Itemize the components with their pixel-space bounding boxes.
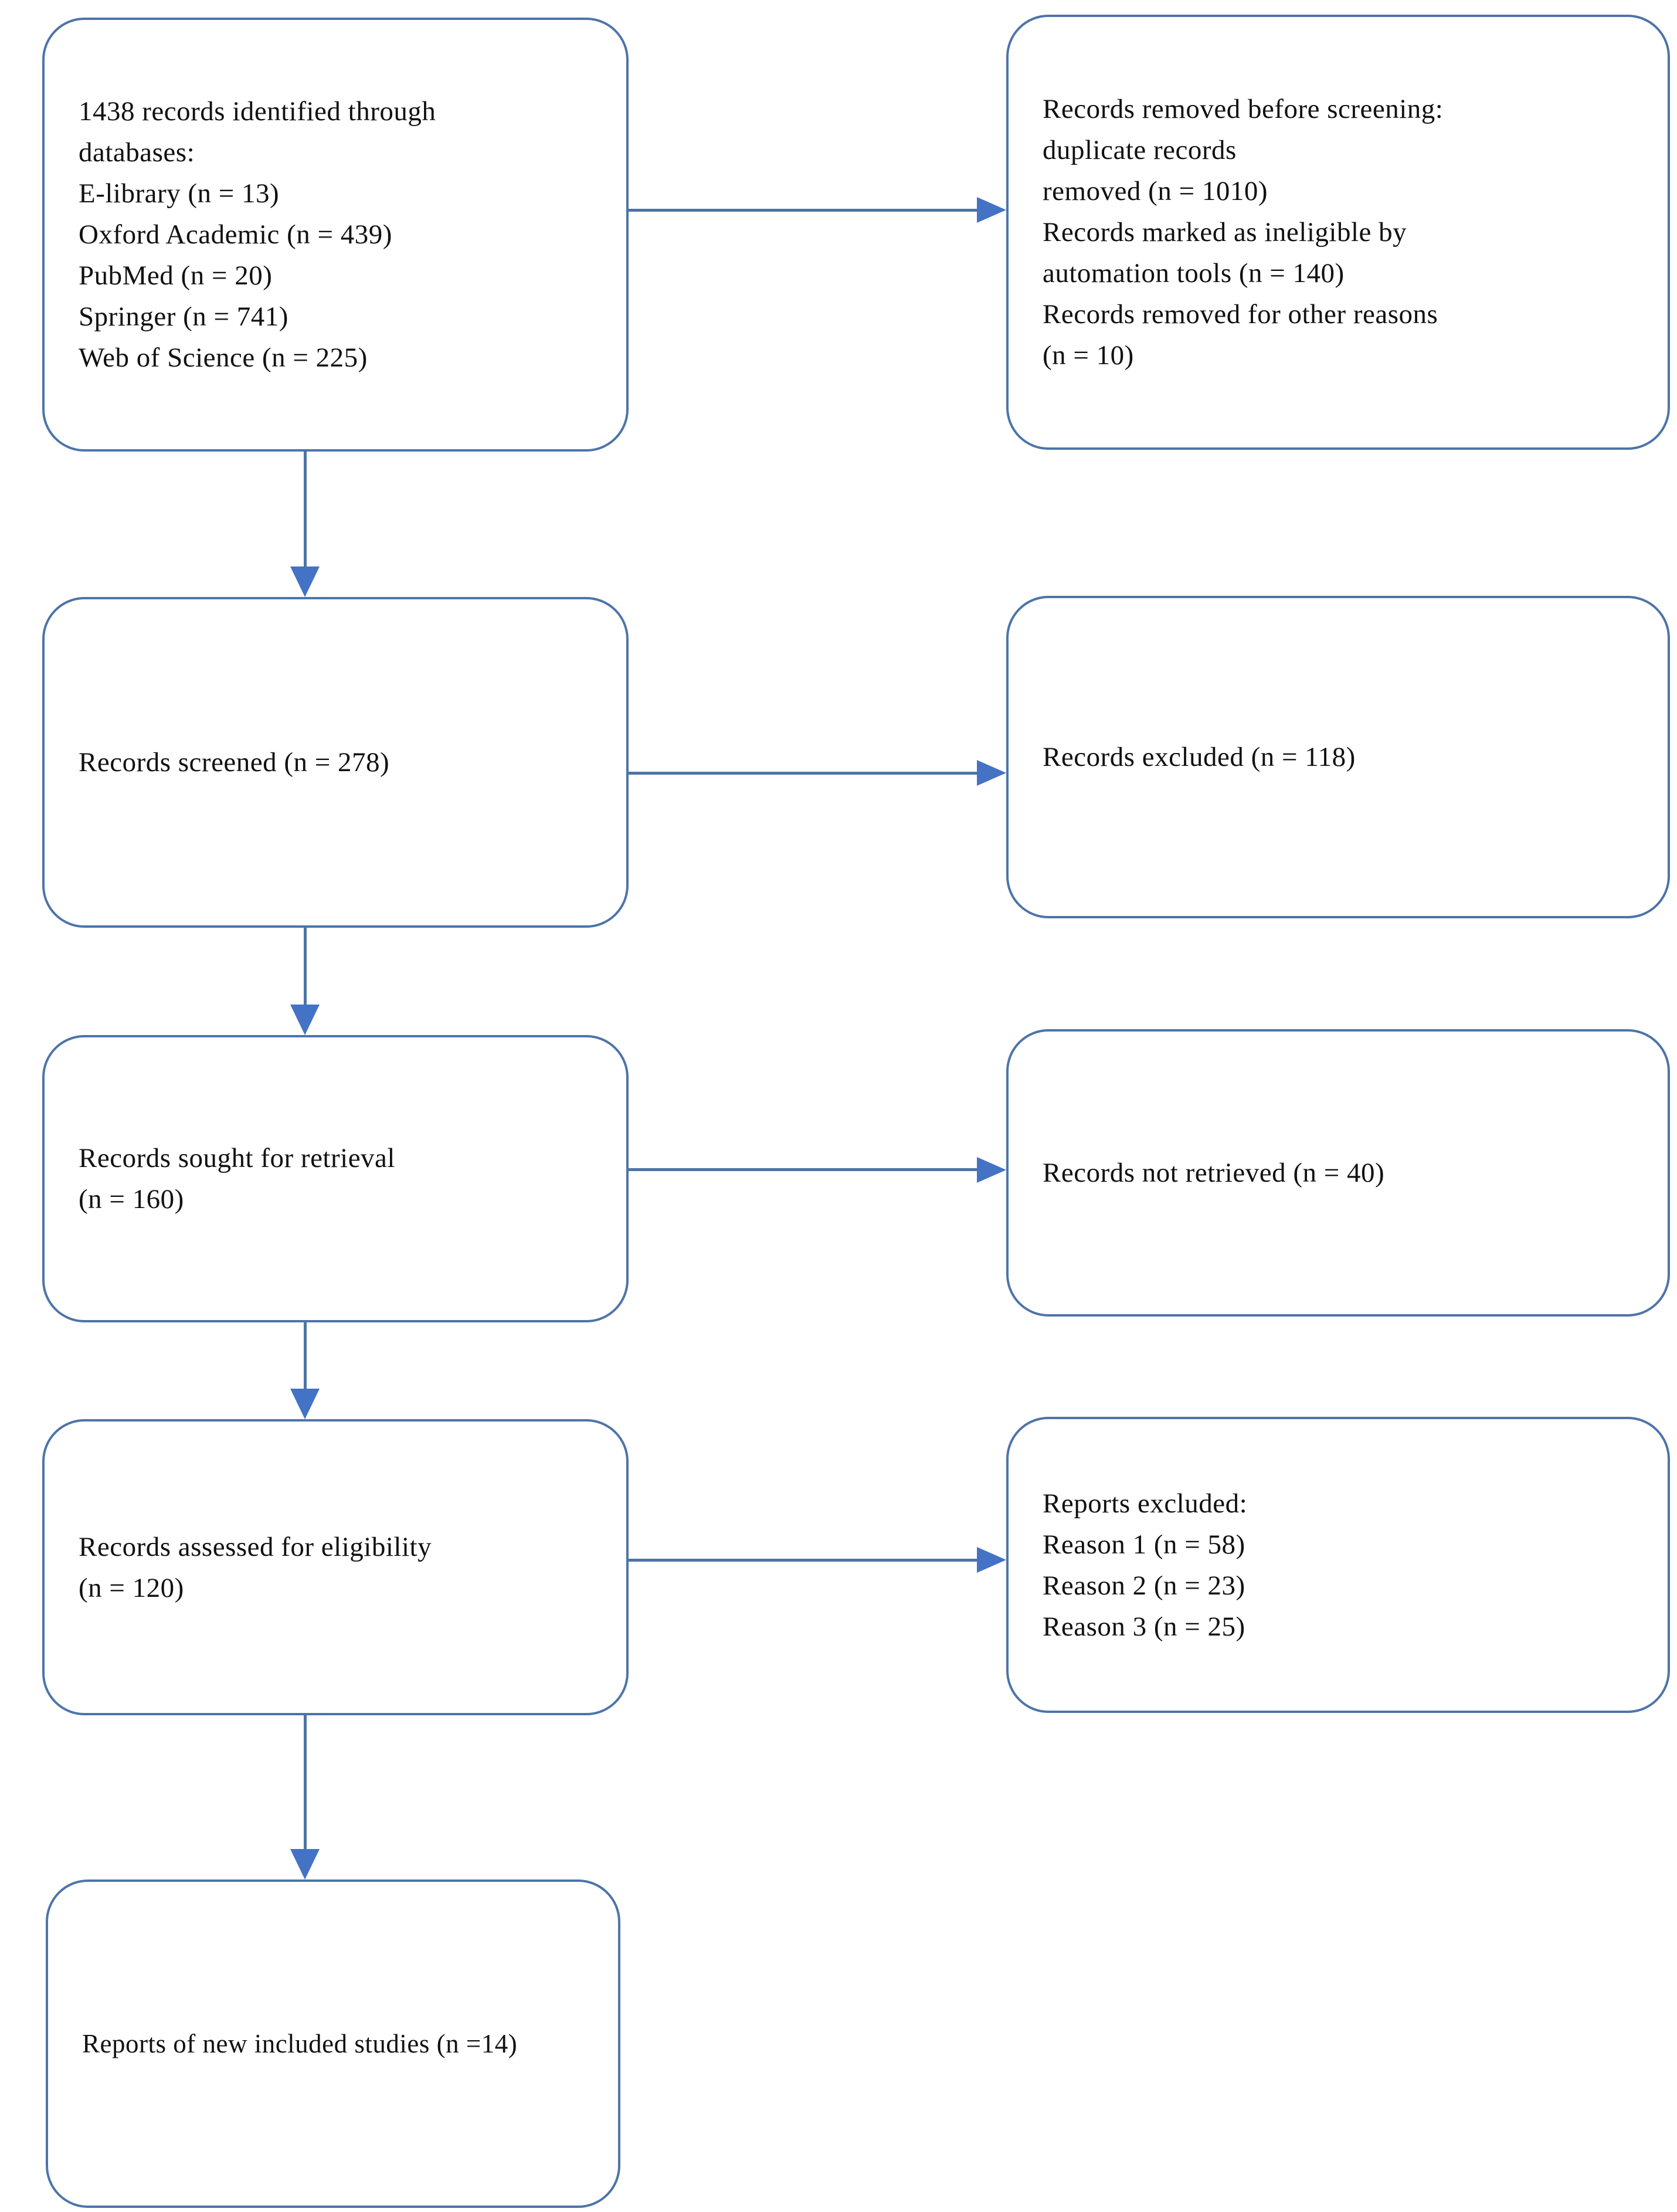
connector-sought-to-not-retrieved bbox=[629, 1168, 979, 1171]
arrow-right-icon bbox=[977, 760, 1006, 786]
box-text-line: Reports excluded: bbox=[1043, 1488, 1248, 1519]
box-text-line: Records assessed for eligibility bbox=[79, 1531, 432, 1562]
box-text-line: duplicate records bbox=[1043, 135, 1237, 165]
connector-assessed-to-reports-excluded bbox=[629, 1559, 979, 1562]
connector-sought-to-assessed bbox=[304, 1322, 307, 1391]
box-records-not-retrieved: Records not retrieved (n = 40) bbox=[1006, 1029, 1670, 1317]
box-text-line: automation tools (n = 140) bbox=[1043, 258, 1345, 289]
box-text-line: Reason 2 (n = 23) bbox=[1043, 1570, 1245, 1601]
box-text-line: PubMed (n = 20) bbox=[79, 260, 273, 291]
arrow-down-icon bbox=[290, 1005, 320, 1035]
box-text-line: Records not retrieved (n = 40) bbox=[1043, 1158, 1385, 1188]
box-text-line: Reason 3 (n = 25) bbox=[1043, 1611, 1245, 1642]
box-text-line: (n = 160) bbox=[79, 1184, 184, 1214]
box-text-line: Springer (n = 741) bbox=[79, 301, 288, 332]
box-text-line: 1438 records identified through bbox=[79, 96, 436, 127]
box-text-line: Records removed before screening: bbox=[1043, 94, 1444, 124]
box-text-line: Oxford Academic (n = 439) bbox=[79, 219, 392, 250]
connector-identified-to-screened bbox=[304, 452, 307, 569]
box-records-assessed-for-eligibility: Records assessed for eligibility (n = 12… bbox=[42, 1419, 629, 1715]
arrow-right-icon bbox=[977, 1157, 1006, 1183]
box-text-line: databases: bbox=[79, 137, 195, 168]
box-text-line: Reports of new included studies (n =14) bbox=[82, 2029, 518, 2058]
box-text-line: Reason 1 (n = 58) bbox=[1043, 1529, 1245, 1560]
box-records-screened: Records screened (n = 278) bbox=[42, 597, 629, 928]
box-text-line: Web of Science (n = 225) bbox=[79, 342, 368, 373]
box-reports-excluded: Reports excluded: Reason 1 (n = 58) Reas… bbox=[1006, 1417, 1670, 1713]
arrow-down-icon bbox=[290, 1849, 320, 1879]
box-reports-of-new-included-studies: Reports of new included studies (n =14) bbox=[46, 1879, 620, 2208]
box-text-line: Records excluded (n = 118) bbox=[1043, 742, 1356, 772]
arrow-right-icon bbox=[977, 1547, 1006, 1573]
box-text-line: Records screened (n = 278) bbox=[79, 747, 390, 778]
arrow-right-icon bbox=[977, 197, 1006, 223]
arrow-down-icon bbox=[290, 566, 320, 597]
box-text-line: (n = 120) bbox=[79, 1572, 184, 1603]
box-records-excluded: Records excluded (n = 118) bbox=[1006, 596, 1670, 918]
box-text-line: Records removed for other reasons bbox=[1043, 299, 1438, 330]
connector-screened-to-sought bbox=[304, 928, 307, 1006]
connector-assessed-to-included bbox=[304, 1715, 307, 1851]
box-records-sought-for-retrieval: Records sought for retrieval (n = 160) bbox=[42, 1035, 629, 1322]
box-text-line: removed (n = 1010) bbox=[1043, 176, 1268, 206]
box-text-line: Records sought for retrieval bbox=[79, 1143, 395, 1173]
box-text-line: (n = 10) bbox=[1043, 340, 1134, 371]
connector-screened-to-excluded bbox=[629, 772, 979, 775]
box-text-line: Records marked as ineligible by bbox=[1043, 217, 1407, 247]
arrow-down-icon bbox=[290, 1389, 320, 1419]
box-text-line: E-library (n = 13) bbox=[79, 178, 280, 209]
connector-identified-to-removed bbox=[629, 209, 979, 212]
box-records-identified: 1438 records identified through database… bbox=[42, 18, 629, 452]
box-records-removed-before-screening: Records removed before screening: duplic… bbox=[1006, 15, 1670, 450]
